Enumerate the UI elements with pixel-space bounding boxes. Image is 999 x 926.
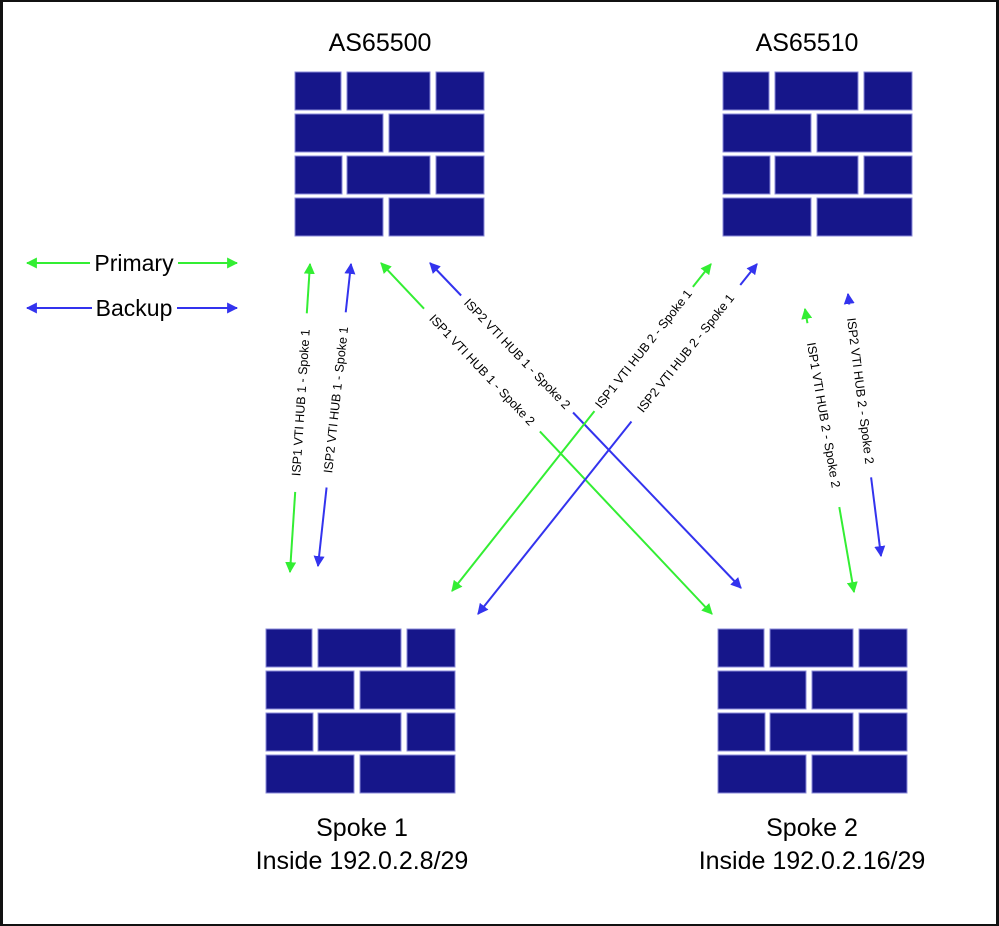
firewall-brick (346, 155, 431, 195)
link-hub2-spoke2-backup[interactable]: ISP2 VTI HUB 2 - Spoke 2 (843, 292, 886, 558)
firewall-brick (769, 712, 854, 752)
hub1-firewall-icon[interactable] (294, 71, 485, 237)
firewall-brick (388, 197, 485, 237)
link-arrow-hub-end (344, 262, 356, 313)
link-arrow-hub-end (429, 262, 462, 297)
link-label: ISP1 VTI HUB 2 - Spoke 2 (804, 341, 843, 489)
firewall-brick (359, 754, 456, 794)
firewall-brick (406, 712, 456, 752)
link-arrow-hub-end (843, 292, 855, 305)
spoke1-title: Spoke 1 (316, 814, 408, 842)
link-arrow-hub-end (380, 262, 425, 310)
link-arrow-spoke-end (870, 477, 886, 558)
legend-primary-label: Primary (94, 250, 174, 276)
firewall-brick (265, 628, 313, 668)
link-label: ISP2 VTI HUB 2 - Spoke 1 (634, 291, 737, 415)
link-hub1-spoke1-primary[interactable]: ISP1 VTI HUB 1 - Spoke 1 (285, 262, 315, 574)
firewall-brick (811, 670, 908, 710)
firewall-brick (717, 628, 765, 668)
hub1-title: AS65500 (329, 29, 432, 57)
link-hub2-spoke1-primary[interactable]: ISP1 VTI HUB 2 - Spoke 1 (451, 263, 712, 592)
link-arrow-spoke-end (451, 410, 596, 592)
spoke1-firewall-icon[interactable] (265, 628, 456, 794)
spoke1-subnet: Inside 192.0.2.8/29 (256, 847, 469, 875)
firewall-brick (265, 670, 355, 710)
firewall-brick (858, 628, 908, 668)
firewall-brick (717, 712, 766, 752)
firewall-brick (406, 628, 456, 668)
firewall-brick (811, 754, 908, 794)
link-arrow-hub-end (303, 262, 315, 314)
firewall-brick (265, 754, 355, 794)
firewall-brick (717, 754, 807, 794)
link-label: ISP1 VTI HUB 1 - Spoke 2 (426, 312, 537, 429)
firewall-brick (816, 113, 913, 153)
legend: Primary Backup (25, 250, 239, 321)
firewall-brick (769, 628, 854, 668)
hub2-firewall-icon[interactable] (722, 71, 913, 237)
firewall-brick (858, 712, 908, 752)
firewall-brick (317, 712, 402, 752)
firewall-brick (294, 197, 384, 237)
link-label: ISP2 VTI HUB 2 - Spoke 2 (844, 317, 876, 465)
firewall-brick (816, 197, 913, 237)
firewall-brick (294, 113, 384, 153)
link-hub2-spoke2-primary[interactable]: ISP1 VTI HUB 2 - Spoke 2 (801, 307, 858, 594)
firewall-brick (346, 71, 431, 111)
legend-backup-label: Backup (96, 295, 173, 321)
hub2-title: AS65510 (756, 29, 859, 57)
firewall-brick (722, 155, 771, 195)
link-arrow-spoke-end (838, 506, 858, 594)
firewall-brick (435, 155, 485, 195)
link-arrow-spoke-end (572, 411, 742, 589)
firewall-brick (774, 71, 859, 111)
firewall-brick (863, 71, 913, 111)
spoke2-title: Spoke 2 (766, 814, 858, 842)
firewall-brick (388, 113, 485, 153)
firewall-brick (294, 155, 343, 195)
spoke2-firewall-icon[interactable] (717, 628, 908, 794)
link-arrow-hub-end (801, 307, 813, 324)
firewall-brick (774, 155, 859, 195)
firewall-brick (863, 155, 913, 195)
firewall-brick (722, 197, 812, 237)
firewall-brick (717, 670, 807, 710)
firewall-brick (317, 628, 402, 668)
link-arrow-spoke-end (539, 430, 713, 615)
firewall-brick (435, 71, 485, 111)
link-label: ISP1 VTI HUB 1 - Spoke 1 (289, 329, 313, 477)
firewall-brick (294, 71, 342, 111)
link-label: ISP2 VTI HUB 1 - Spoke 1 (321, 326, 351, 474)
link-arrow-hub-end (739, 263, 758, 286)
link-arrow-hub-end (692, 263, 712, 288)
firewall-brick (265, 712, 314, 752)
firewall-brick (722, 71, 770, 111)
link-arrow-spoke-end (313, 487, 328, 568)
links: ISP1 VTI HUB 1 - Spoke 1 ISP2 VTI HUB 1 -… (285, 262, 886, 615)
legend-backup: Backup (25, 295, 239, 321)
link-label: ISP2 VTI HUB 1 - Spoke 2 (461, 296, 573, 412)
link-hub1-spoke1-backup[interactable]: ISP2 VTI HUB 1 - Spoke 1 (313, 262, 356, 568)
link-arrow-spoke-end (477, 420, 633, 615)
legend-primary: Primary (25, 250, 239, 276)
link-hub1-spoke2-backup[interactable]: ISP2 VTI HUB 1 - Spoke 2 (429, 262, 742, 589)
firewall-brick (722, 113, 812, 153)
firewall-brick (359, 670, 456, 710)
spoke2-subnet: Inside 192.0.2.16/29 (699, 847, 926, 875)
link-arrow-spoke-end (285, 491, 297, 574)
